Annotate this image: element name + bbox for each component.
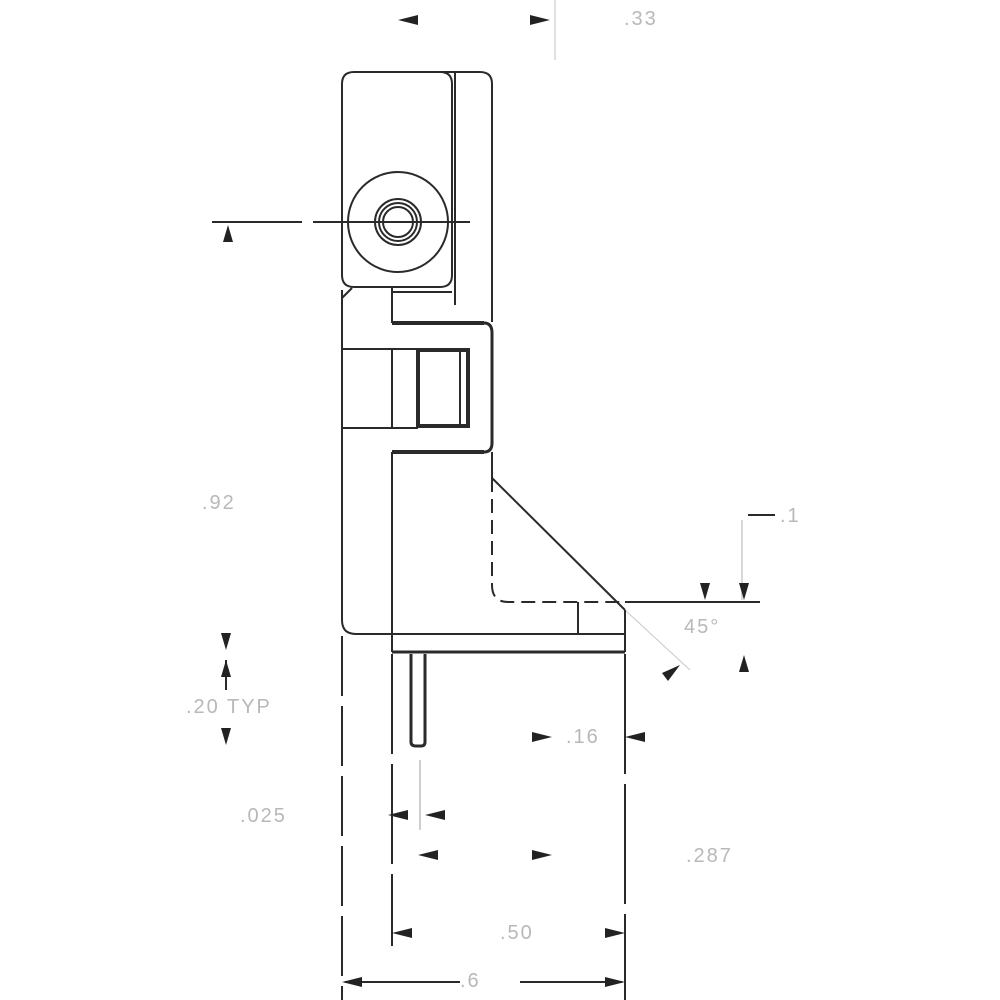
chamfer-edge (491, 477, 626, 611)
dim-overall-height: .92 (202, 492, 236, 514)
dim-top-width: .33 (624, 8, 658, 30)
dim-small-offset: .1 (780, 505, 801, 527)
dim-pin-diameter: .025 (240, 805, 287, 827)
housing-left-edge (341, 290, 392, 635)
housing-upper-left (341, 71, 453, 288)
dim-pin-offset: .16 (566, 726, 600, 748)
wire-entry-opening (416, 348, 470, 428)
arrowheads (221, 15, 749, 987)
dim-overall-depth: .6 (460, 970, 481, 992)
hidden-line (491, 478, 625, 603)
chamfer-extension (624, 609, 691, 671)
dim-pin-pitch: .20 TYP (186, 696, 272, 718)
dim-chamfer-angle: 45° (684, 616, 721, 638)
housing-upper (354, 71, 493, 322)
housing-corner (341, 287, 353, 299)
clamp-spring (483, 321, 494, 454)
dim-pin-to-edge: .287 (686, 845, 733, 867)
dim-pin-to-right: .50 (500, 922, 534, 944)
pin (409, 654, 427, 748)
